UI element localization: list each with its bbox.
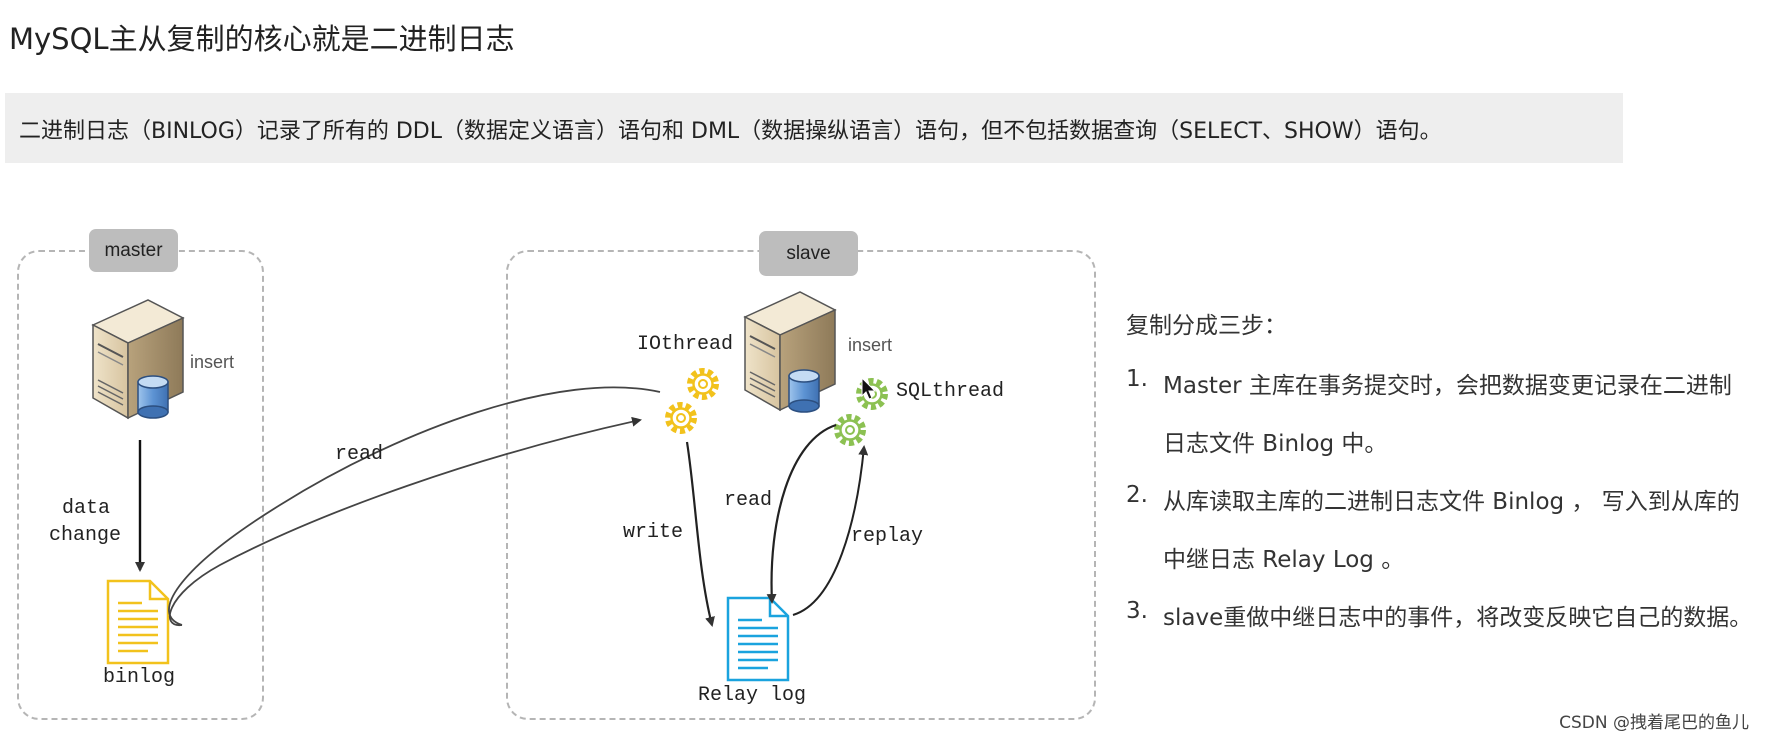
binlog-label: binlog (103, 666, 176, 689)
binlog-definition-note: 二进制日志（BINLOG）记录了所有的 DDL（数据定义语言）语句和 DML（数… (5, 93, 1623, 163)
sql-read-label: read (724, 489, 773, 512)
step-text-line: 中继日志 Relay Log 。 (1163, 547, 1405, 573)
cursor-icon (861, 376, 877, 400)
steps-heading: 复制分成三步： (1126, 313, 1287, 339)
write-label: write (623, 521, 684, 544)
binlog-document-icon (106, 579, 170, 665)
sql-thread-label: SQLthread (896, 380, 1005, 403)
slave-tag: slave (759, 231, 858, 276)
step-text-line: slave重做中继日志中的事件，将改变反映它自己的数据。 (1163, 605, 1753, 631)
step-number: 2. (1126, 482, 1148, 508)
replay-arrow (792, 445, 869, 616)
io-thread-gear-icon-small (668, 405, 694, 431)
write-arrow (685, 441, 715, 627)
master-insert-label: insert (190, 352, 235, 372)
sql-thread-gear-icon-small (837, 417, 863, 443)
page-title: MySQL主从复制的核心就是二进制日志 (9, 22, 515, 56)
master-tag: master (89, 229, 178, 272)
binlog-definition-text: 二进制日志（BINLOG）记录了所有的 DDL（数据定义语言）语句和 DML（数… (19, 119, 1442, 144)
relay-log-label: Relay log (698, 684, 807, 707)
io-thread-gear-icon (690, 371, 716, 397)
sql-read-arrow (766, 423, 837, 604)
read-link-arrow (168, 416, 642, 626)
slave-insert-label: insert (848, 335, 893, 355)
relay-log-document-icon (726, 596, 790, 682)
step-number: 1. (1126, 366, 1148, 392)
csdn-watermark: CSDN @拽着尾巴的鱼儿 (1559, 713, 1749, 733)
read-link-return (168, 386, 661, 626)
step-text-line: Master 主库在事务提交时，会把数据变更记录在二进制 (1163, 373, 1732, 399)
read-link-label: read (335, 443, 384, 466)
master-database-icon (137, 375, 169, 419)
step-text-line: 从库读取主库的二进制日志文件 Binlog ， 写入到从库的 (1163, 489, 1740, 515)
data-change-label-line1: data (62, 497, 111, 520)
io-thread-label: IOthread (637, 333, 734, 356)
data-change-label-line2: change (49, 524, 122, 547)
step-number: 3. (1126, 598, 1148, 624)
replay-label: replay (851, 525, 924, 548)
slave-database-icon (788, 369, 820, 413)
step-text-line: 日志文件 Binlog 中。 (1163, 431, 1388, 457)
